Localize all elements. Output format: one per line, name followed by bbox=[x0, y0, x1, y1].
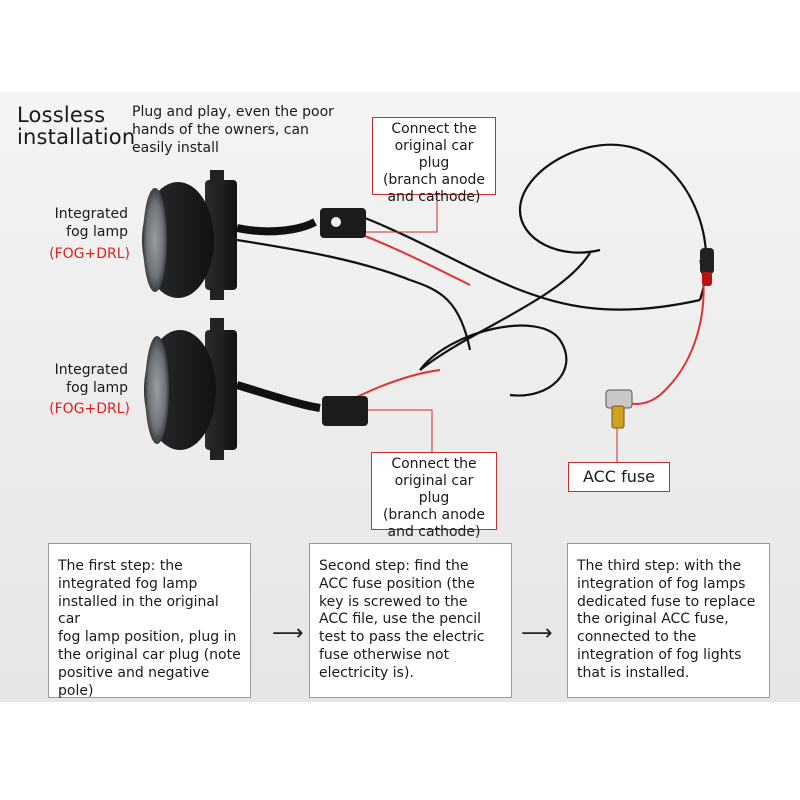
red-wire-harness bbox=[329, 222, 705, 411]
acc-fuse-label-box: ACC fuse bbox=[568, 462, 670, 492]
lamp-label-lower: Integrated fog lamp bbox=[54, 362, 128, 396]
step-2-box: Second step: find the ACC fuse position … bbox=[309, 543, 512, 698]
lamp-tag-lower: (FOG+DRL) bbox=[49, 401, 130, 417]
black-wire-harness bbox=[236, 143, 708, 397]
step-3-box: The third step: with the integration of … bbox=[567, 543, 770, 698]
fog-lamp-lower bbox=[144, 318, 368, 460]
callout-upper-plug: Connect the original car plug (branch an… bbox=[372, 117, 496, 205]
installation-heading: Lossless installation bbox=[17, 103, 136, 149]
acc-fuse-tap bbox=[605, 389, 633, 429]
callout-lower-plug: Connect the original car plug (branch an… bbox=[371, 452, 497, 540]
fog-lamp-upper bbox=[142, 170, 366, 300]
callout-lower-text: Connect the original car plug (branch an… bbox=[382, 456, 486, 540]
callout-pointers bbox=[360, 195, 618, 462]
callout-upper-text: Connect the original car plug (branch an… bbox=[382, 121, 486, 205]
lamp-label-upper: Integrated fog lamp bbox=[54, 206, 128, 240]
installation-note: Plug and play, even the poor hands of th… bbox=[132, 104, 334, 156]
step-3-text: The third step: with the integration of … bbox=[577, 558, 756, 681]
inline-fuse-holder bbox=[700, 248, 714, 286]
step-1-box: The first step: the integrated fog lamp … bbox=[48, 543, 251, 699]
step-2-text: Second step: find the ACC fuse position … bbox=[319, 558, 485, 681]
step-1-text: The first step: the integrated fog lamp … bbox=[58, 558, 241, 699]
acc-fuse-label: ACC fuse bbox=[582, 467, 656, 486]
arrow-right-icon: ⟶ bbox=[272, 621, 304, 646]
lamp-tag-upper: (FOG+DRL) bbox=[49, 246, 130, 262]
arrow-right-icon: ⟶ bbox=[521, 621, 553, 646]
